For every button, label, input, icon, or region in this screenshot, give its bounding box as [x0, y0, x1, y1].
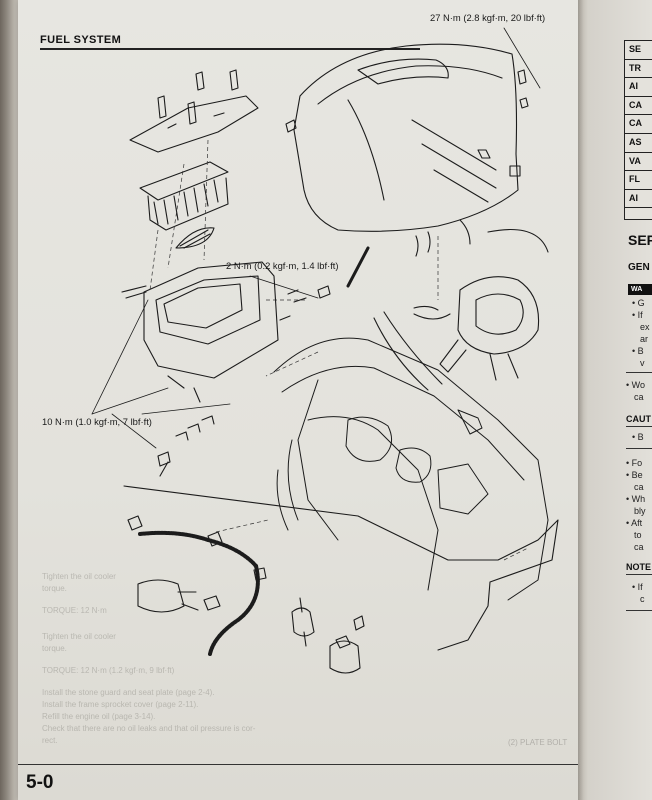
bleed-text: TORQUE: 12 N·m (1.2 kgf·m, 9 lbf·ft): [42, 666, 175, 675]
toc-item: CA: [625, 97, 652, 116]
toc-item: AS: [625, 134, 652, 153]
bleed-text: Install the frame sprocket cover (page 2…: [42, 700, 199, 709]
air-cleaner-housing: [121, 261, 279, 403]
cover-bolts: [157, 69, 239, 125]
note-rule: [626, 574, 652, 575]
bullet-line: to: [634, 530, 642, 540]
fuel-filter: [291, 597, 315, 647]
section-heading: SER: [628, 232, 652, 248]
frame-and-engine: [273, 337, 549, 601]
warning-line: • G: [632, 298, 645, 308]
warning-line: • B: [632, 346, 644, 356]
bleed-text: Refill the engine oil (page 3-14).: [42, 712, 156, 721]
note-line: c: [640, 594, 645, 604]
bullet-line: • Be: [626, 470, 643, 480]
warning-line: ex: [640, 322, 650, 332]
fuel-tank: [285, 43, 521, 232]
warning-box-rule: [626, 372, 652, 373]
bullet-line: ca: [634, 482, 644, 492]
bleed-text: torque.: [42, 584, 67, 593]
general-heading: GEN: [628, 262, 650, 273]
bleed-text: rect.: [42, 736, 58, 745]
book-spine: [578, 0, 588, 800]
toc-item: VA: [625, 153, 652, 172]
toc-item: CA: [625, 115, 652, 134]
caution-line: • B: [632, 432, 644, 442]
torque-label-vent-bolt: 2 N·m (0.2 kgf·m, 1.4 lbf·ft): [226, 260, 339, 271]
section-contents-box: SE TR AI CA CA AS VA FL AI: [624, 40, 652, 220]
header-rule: [40, 48, 420, 50]
bullet-line: bly: [634, 506, 646, 516]
footer-rule: [18, 764, 578, 765]
caution-box-rule: [626, 448, 652, 449]
toc-item: AI: [625, 78, 652, 97]
bullet-line: ca: [634, 392, 644, 402]
warning-label: WA: [628, 284, 652, 295]
note-label: NOTE: [626, 562, 652, 572]
note-box-rule: [626, 610, 652, 611]
plate-label: (2) PLATE BOLT: [508, 738, 568, 747]
bullet-line: • Wh: [626, 494, 646, 504]
bullet-line: • Aft: [626, 518, 643, 528]
bullet-line: ca: [634, 542, 644, 552]
bleed-text: Install the stone guard and seat plate (…: [42, 688, 215, 697]
fuel-system-exploded-diagram: [91, 27, 559, 674]
torque-label-tank-bolt: 27 N·m (2.8 kgf·m, 20 lbf·ft): [430, 12, 546, 23]
manual-page-left: [18, 0, 578, 800]
warning-line: • If: [632, 310, 643, 320]
torque-label-housing-bolt: 10 N·m (1.0 kgf·m, 7 lbf·ft): [42, 416, 152, 427]
toc-item: FL: [625, 171, 652, 190]
bleed-text: Tighten the oil cooler: [42, 572, 116, 581]
note-line: • If: [632, 582, 643, 592]
warning-line: v: [640, 358, 645, 368]
section-title: FUEL SYSTEM: [40, 34, 122, 46]
bullet-line: • Fo: [626, 458, 643, 468]
toc-item: TR: [625, 60, 652, 79]
bullet-line: • Wo: [626, 380, 645, 390]
air-cleaner-cover: [129, 95, 259, 153]
caution-rule: [626, 426, 652, 427]
carburetor-assembly: [413, 276, 540, 381]
bleed-text: Check that there are no oil leaks and th…: [42, 724, 256, 733]
toc-item: AI: [625, 190, 652, 209]
filter-screen: [175, 227, 215, 249]
air-filter-element: [139, 161, 229, 231]
fuel-pump-and-hoses: [127, 515, 267, 656]
toc-item: SE: [625, 41, 652, 60]
bleed-text: torque.: [42, 644, 67, 653]
caution-label: CAUT: [626, 414, 651, 424]
bleed-text: Tighten the oil cooler: [42, 632, 116, 641]
bleed-text: TORQUE: 12 N·m: [42, 606, 107, 615]
lower-panel: [123, 485, 559, 651]
page-number: 5-0: [26, 772, 54, 793]
warning-line: ar: [640, 334, 649, 344]
fuel-cut-valve: [329, 615, 365, 674]
